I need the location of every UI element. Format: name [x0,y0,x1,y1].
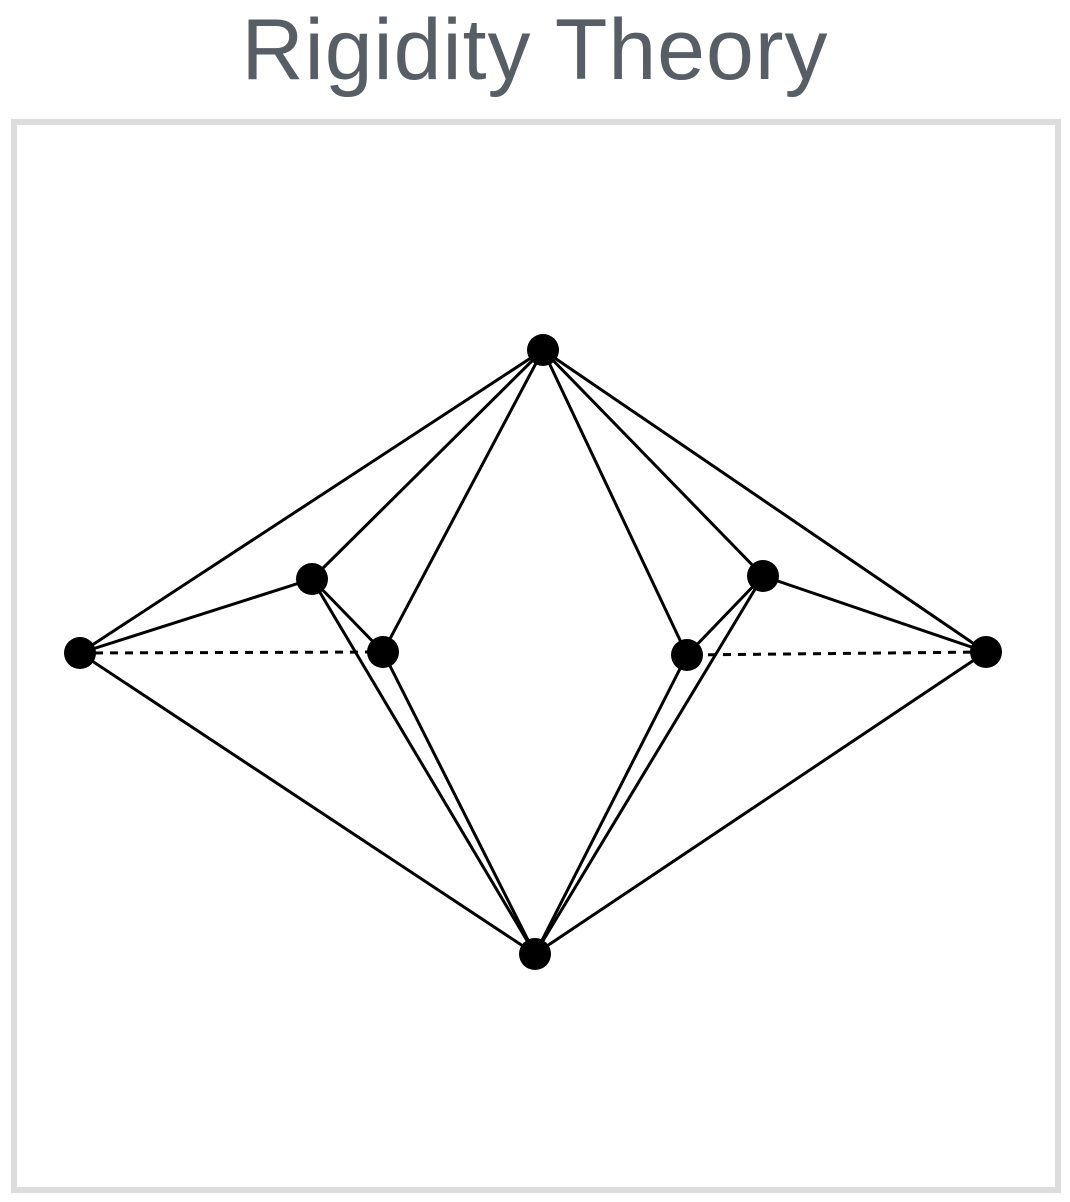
edge-top-left-upper [310,348,545,581]
edge-top-right-outer [541,348,988,654]
node-right-inner [671,639,703,671]
edge-bottom-left-outer [78,651,537,956]
nodes-layer [64,334,1002,970]
edge-right-outer-right-upper [761,574,988,654]
page-title: Rigidity Theory [241,2,829,98]
diagram-frame [11,119,1061,1193]
edge-bottom-left-inner [381,650,537,956]
edge-bottom-right-upper [533,574,765,956]
edge-right-outer-right-inner-dashed [686,650,987,657]
edge-left-upper-left-inner [310,577,385,654]
node-bottom [519,938,551,970]
edges-layer [78,348,988,956]
node-left-inner [367,636,399,668]
node-top [527,334,559,366]
edge-top-left-outer [78,348,545,655]
edge-top-right-upper [541,348,765,578]
edge-left-outer-left-inner-dashed [79,650,384,655]
edge-top-left-inner [381,348,545,654]
edge-right-upper-right-inner [685,574,765,657]
edge-bottom-right-outer [533,650,988,956]
node-left-outer [64,637,96,669]
edge-top-right-inner [541,348,689,657]
node-right-outer [970,636,1002,668]
edge-left-outer-left-upper [78,577,314,655]
node-left-upper [296,563,328,595]
node-right-upper [747,560,779,592]
edge-bottom-left-upper [310,577,537,956]
edge-bottom-right-inner [533,653,689,956]
